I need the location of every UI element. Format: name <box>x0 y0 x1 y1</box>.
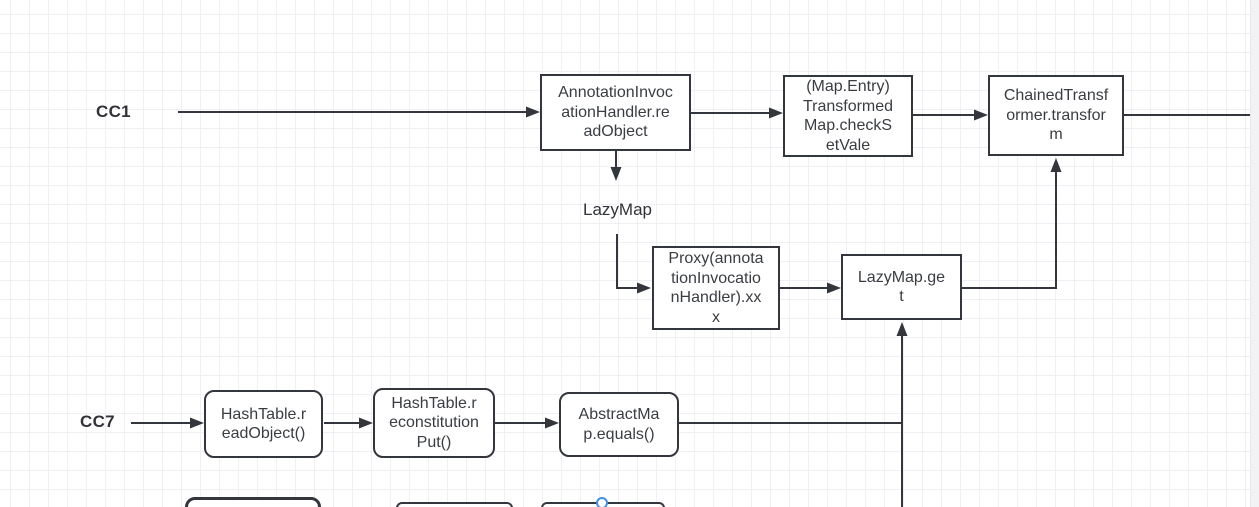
edge-bottom-junction-to-lazymapget[interactable] <box>679 322 908 507</box>
node-reconstitutionput-label: HashTable.reconstitutionPut() <box>389 394 479 451</box>
edge-cc1-to-aih-readobject[interactable] <box>178 106 540 118</box>
node-aih-readobject-label: AnnotationInvocationHandler.readObject <box>558 84 673 141</box>
node-lazymap-get-label: LazyMap.get <box>857 268 946 306</box>
node-partial-bottom-2[interactable] <box>396 502 513 507</box>
connection-point-handle[interactable] <box>596 497 608 507</box>
node-hashtable-readobject[interactable]: HashTable.readObject() <box>204 390 323 458</box>
edge-proxy-to-lazymapget[interactable] <box>780 282 841 294</box>
edge-readobject-to-reconstitutionput[interactable] <box>324 417 373 429</box>
edge-lazymap-to-proxy[interactable] <box>616 234 651 294</box>
label-lazymap[interactable]: LazyMap <box>583 200 652 219</box>
canvas-edge-strip <box>1250 0 1259 507</box>
node-transformedmap-checksetvale[interactable]: (Map.Entry)TransformedMap.checkSetVale <box>783 75 913 157</box>
edge-aih-down-to-lazymap[interactable] <box>610 151 622 181</box>
edge-reconstitutionput-to-abstractmap[interactable] <box>495 417 559 429</box>
edge-transformedmap-to-chainedtransformer[interactable] <box>913 109 988 121</box>
node-abstractmap-equals[interactable]: AbstractMap.equals() <box>559 392 679 457</box>
node-hashtable-reconstitutionput[interactable]: HashTable.reconstitutionPut() <box>373 388 495 458</box>
edge-aih-to-transformedmap[interactable] <box>691 107 783 119</box>
label-cc1[interactable]: CC1 <box>96 102 131 121</box>
node-chainedtransformer-label: ChainedTransformer.transform <box>1003 87 1109 144</box>
edge-cc7-to-hashtable-readobject[interactable] <box>131 417 204 429</box>
node-lazymap-get[interactable]: LazyMap.get <box>841 254 962 320</box>
edge-lazymapget-to-chainedtransformer[interactable] <box>962 158 1062 289</box>
node-proxy-label: Proxy(annotationInvocationHandler).xxx <box>668 250 764 326</box>
node-transformedmap-label: (Map.Entry)TransformedMap.checkSetVale <box>802 78 894 154</box>
node-chainedtransformer-transform[interactable]: ChainedTransformer.transform <box>988 75 1124 156</box>
node-partial-bottom-1[interactable] <box>185 497 321 507</box>
node-hashtable-readobject-label: HashTable.readObject() <box>220 405 307 443</box>
node-proxy-invocationhandler[interactable]: Proxy(annotationInvocationHandler).xxx <box>652 246 780 330</box>
node-aih-readobject[interactable]: AnnotationInvocationHandler.readObject <box>540 74 691 151</box>
node-abstractmap-equals-label: AbstractMap.equals() <box>578 406 660 443</box>
label-cc7[interactable]: CC7 <box>80 412 115 431</box>
